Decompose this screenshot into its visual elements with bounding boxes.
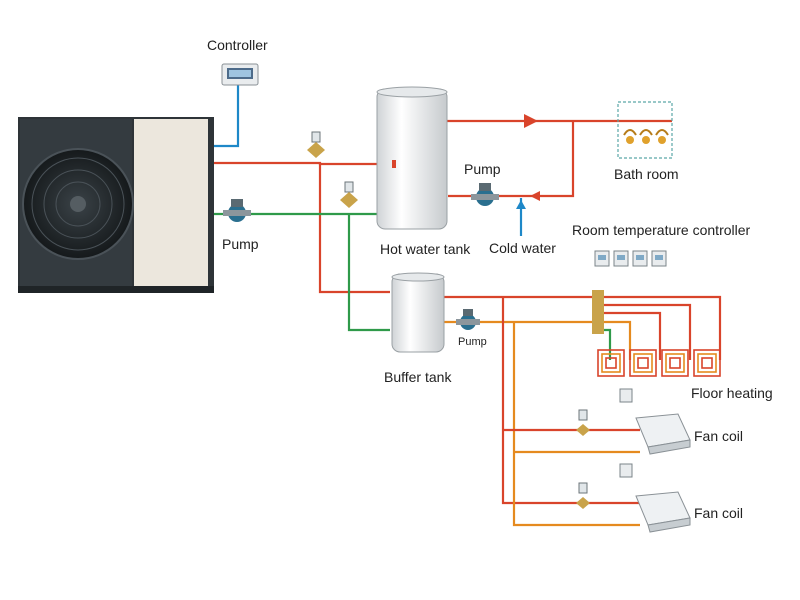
pump-top-label: Pump xyxy=(464,161,501,177)
pump-buffer-label: Pump xyxy=(458,336,487,348)
pump-left-icon xyxy=(223,199,251,222)
bath-room-label: Bath room xyxy=(614,166,679,182)
bath-return-pipe xyxy=(448,121,575,198)
controller-cable xyxy=(212,84,240,148)
pump-left-label: Pump xyxy=(222,236,259,252)
cold-water-arrow-icon xyxy=(516,200,526,209)
hot-water-tank-label: Hot water tank xyxy=(380,241,471,257)
pump-top-icon xyxy=(471,183,499,206)
valve-fan1-icon xyxy=(576,409,590,436)
cold-water-label: Cold water xyxy=(489,240,556,256)
floor-loop-3 xyxy=(600,311,662,360)
controller-device xyxy=(221,63,259,86)
room-thermostats xyxy=(594,250,667,267)
floor-loop-1 xyxy=(600,295,722,360)
fan-coil-1-label: Fan coil xyxy=(694,428,744,444)
buffer-tank xyxy=(391,272,445,353)
bathroom-fixture xyxy=(617,101,673,159)
buffer-tank-label: Buffer tank xyxy=(384,369,452,385)
floor-loop-2 xyxy=(600,303,692,360)
room-temp-controller-label: Room temperature controller xyxy=(572,222,751,238)
fan-return-riser xyxy=(512,322,640,527)
supply-pipe-down xyxy=(318,164,390,294)
pump-buffer-icon xyxy=(456,309,480,330)
fan-coil-1 xyxy=(619,388,691,455)
controller-label: Controller xyxy=(207,37,268,53)
shower-head-icon xyxy=(623,129,669,144)
supply-pipe-main xyxy=(212,161,377,166)
floor-heating-coils xyxy=(597,349,721,377)
hot-water-tank xyxy=(376,86,448,230)
return-pipe-down xyxy=(347,214,390,332)
floor-loop-4 xyxy=(600,320,632,360)
flow-arrow-icon xyxy=(524,114,538,128)
valve-fan2-icon xyxy=(576,482,590,509)
valve-return-icon xyxy=(340,181,358,208)
floor-heating-label: Floor heating xyxy=(691,385,773,401)
fan-coil-2-label: Fan coil xyxy=(694,505,744,521)
return-arrow-icon xyxy=(530,191,540,201)
fan-coil-2 xyxy=(619,463,691,533)
valve-supply-icon xyxy=(307,131,325,158)
heat-pump-unit xyxy=(18,117,214,293)
manifold xyxy=(592,290,604,334)
pipe-network xyxy=(212,84,722,527)
fan-supply-riser xyxy=(501,297,640,505)
